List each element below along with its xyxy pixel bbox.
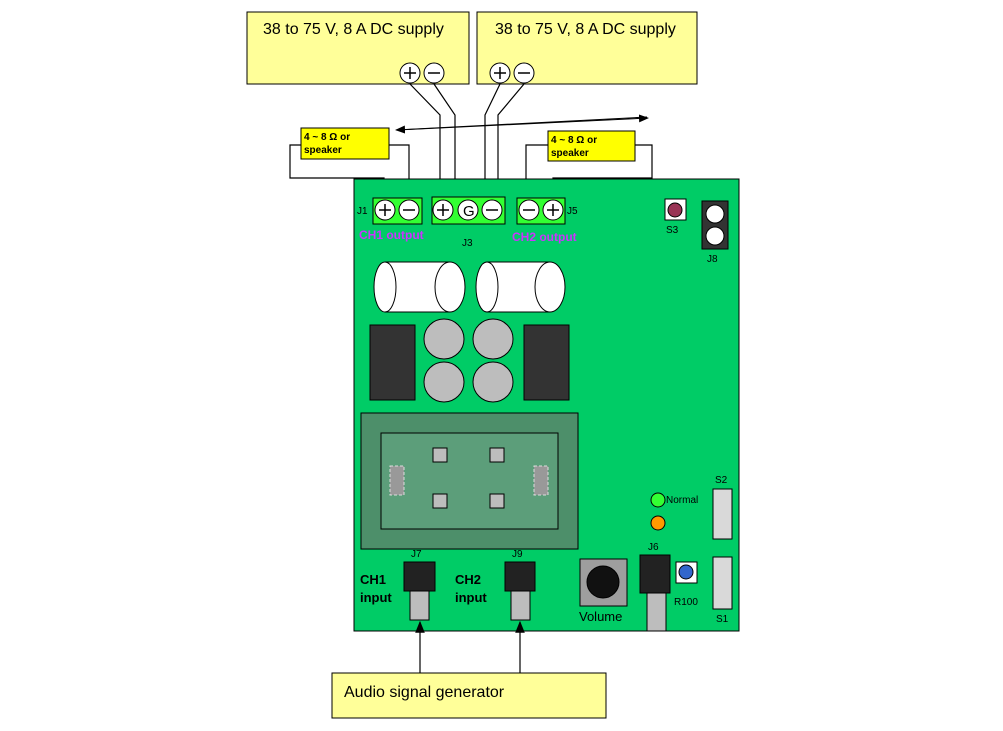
volume-label: Volume [579, 609, 622, 624]
inductor-left [369, 324, 416, 401]
s2-label: S2 [715, 475, 728, 486]
s3-button-cap [667, 202, 683, 218]
j8-label: J8 [707, 254, 718, 265]
dc-supply-1: 38 to 75 V, 8 A DC supply [246, 11, 470, 85]
capacitor-small-3 [423, 361, 465, 403]
plus-icon [437, 204, 449, 216]
heatsink-inner [380, 432, 559, 530]
j6-jack [639, 554, 671, 594]
audio-signal-generator-label: Audio signal generator [344, 684, 505, 701]
normal-led-label: Normal [666, 495, 698, 506]
s1-switch [712, 556, 733, 610]
plus-icon [379, 204, 391, 216]
capacitor-small-1 [423, 318, 465, 360]
j1-terminal [372, 197, 423, 225]
j6-label: J6 [648, 542, 659, 553]
capacitor-right [475, 261, 566, 313]
r100-label: R100 [674, 597, 698, 608]
s2-switch [712, 488, 733, 540]
heatsink-screw-3 [432, 493, 448, 509]
dc-supply-2-label: 38 to 75 V, 8 A DC supply [495, 21, 676, 38]
heatsink-screw-2 [489, 447, 505, 463]
j3-label: J3 [462, 238, 473, 249]
ground-terminal-label: G [463, 203, 475, 220]
heatsink-pad-left [389, 465, 405, 496]
speaker-2: 4 ~ 8 Ω or speaker [547, 130, 636, 162]
j1-label: J1 [357, 206, 368, 217]
dc-supply-2: 38 to 75 V, 8 A DC supply [476, 11, 698, 85]
audio-signal-generator [331, 672, 607, 719]
dc-supply-1-label: 38 to 75 V, 8 A DC supply [263, 21, 444, 38]
ch1-input-label-line2: input [360, 590, 392, 605]
speaker-2-label-line1: 4 ~ 8 Ω or [551, 135, 597, 146]
capacitor-left [373, 261, 466, 313]
speaker-1-label-line1: 4 ~ 8 Ω or [304, 132, 350, 143]
j7-jack [403, 561, 436, 592]
ch2-input-label-line1: CH2 [455, 572, 481, 587]
inductor-right [523, 324, 570, 401]
j6-plug [646, 592, 667, 632]
j9-label: J9 [512, 549, 523, 560]
speaker-arrow-2 [396, 114, 649, 131]
ch1-output-label: CH1 output [359, 228, 424, 242]
s3-label: S3 [666, 225, 679, 236]
pcb-board [353, 178, 740, 632]
plus-icon [494, 67, 506, 79]
speaker-1-label-line2: speaker [304, 145, 342, 156]
capacitor-small-2 [472, 318, 514, 360]
ch2-output-label: CH2 output [512, 230, 577, 244]
j3-terminal: G [431, 196, 506, 225]
heatsink-screw-4 [489, 493, 505, 509]
volume-knob [586, 565, 620, 599]
plus-icon [547, 204, 559, 216]
fault-led [650, 515, 666, 531]
ch2-input-label-line2: input [455, 590, 487, 605]
speaker-2-label-line2: speaker [551, 148, 589, 159]
speaker-1: 4 ~ 8 Ω or speaker [300, 127, 390, 160]
j5-label: J5 [567, 206, 578, 217]
j9-plug [510, 590, 531, 621]
j9-jack [504, 561, 536, 592]
ch1-input-label-line1: CH1 [360, 572, 386, 587]
j7-label: J7 [411, 549, 422, 560]
capacitor-small-4 [472, 361, 514, 403]
heatsink-pad-right [533, 465, 549, 496]
j7-plug [409, 590, 430, 621]
plus-icon [404, 67, 416, 79]
j5-terminal [516, 197, 566, 225]
normal-led [650, 492, 666, 508]
s1-label: S1 [716, 614, 729, 625]
heatsink-screw-1 [432, 447, 448, 463]
